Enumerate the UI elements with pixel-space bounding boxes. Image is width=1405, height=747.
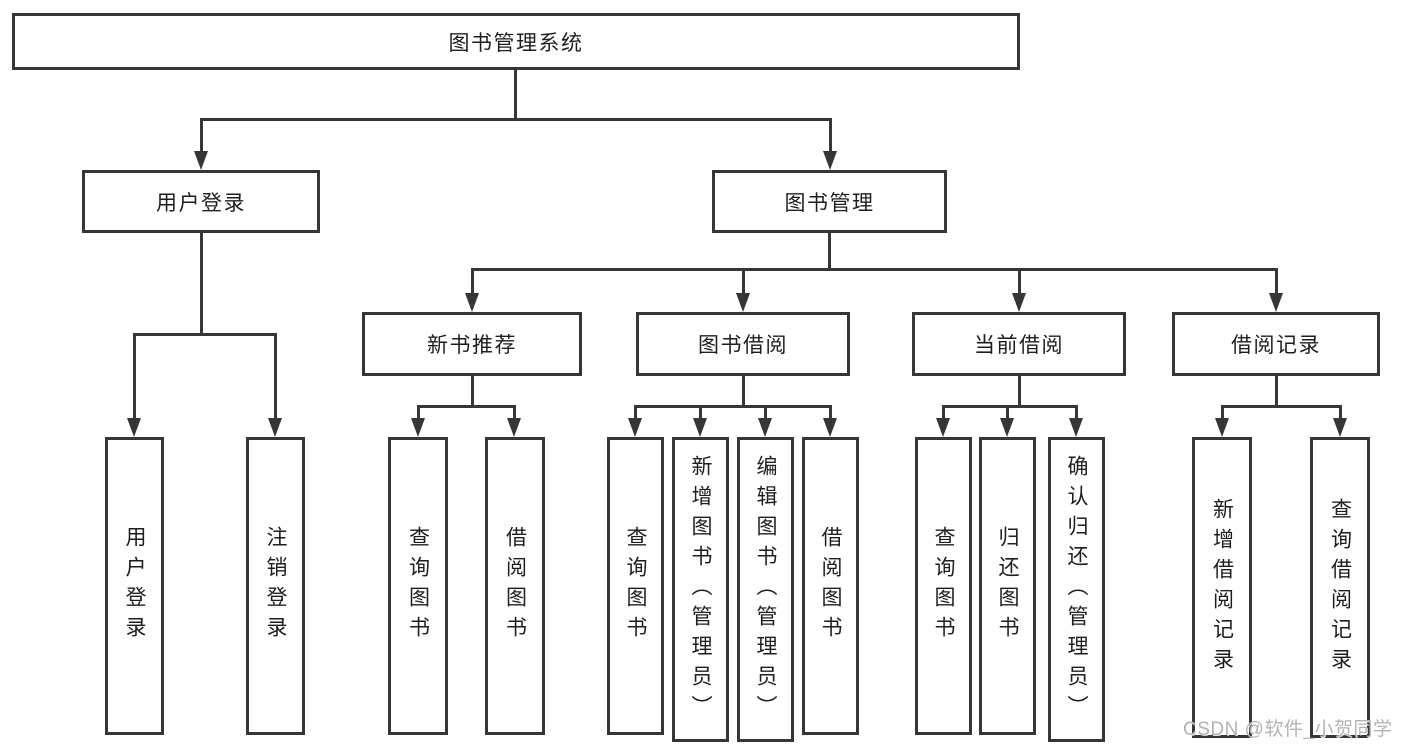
connector-line [200,233,203,336]
arrowhead-down [1000,418,1014,437]
node-new-book-recommend-label: 新书推荐 [427,334,517,357]
connector-line [1006,405,1009,421]
connector-line [1221,405,1341,408]
connector-line [471,268,1277,271]
connector-line [1075,405,1078,421]
arrowhead-down [628,418,642,437]
connector-line [1018,268,1021,295]
leaf-borrowing-add-book-admin-label: 新增图书（管理员） [689,454,712,725]
leaf-borrowing-add-book-admin: 新增图书（管理员） [672,437,729,742]
arrowhead-down [758,418,772,437]
node-book-borrowing: 图书借阅 [636,312,850,376]
leaf-borrowing-query-book: 查询图书 [607,437,664,735]
connector-line [634,405,637,421]
connector-line [942,405,945,421]
leaf-newbook-borrow-book: 借阅图书 [485,437,545,735]
arrowhead-down [411,418,425,437]
arrowhead-down [736,293,750,312]
leaf-current-query-book-label: 查询图书 [932,526,955,646]
node-book-borrowing-label: 图书借阅 [698,334,788,357]
connector-line [764,405,767,421]
node-new-book-recommend: 新书推荐 [362,312,582,376]
node-user-login-label: 用户登录 [156,191,246,215]
connector-line [699,405,702,421]
leaf-current-query-book: 查询图书 [915,437,972,735]
arrowhead-down [465,293,479,312]
leaf-current-confirm-return-admin: 确认归还（管理员） [1048,437,1105,742]
leaf-logout-label: 注销登录 [264,526,287,646]
leaf-records-add-record: 新增借阅记录 [1192,437,1252,738]
arrowhead-down [1333,418,1347,437]
connector-line [1339,405,1342,421]
leaf-newbook-query-book: 查询图书 [388,437,448,735]
leaf-borrowing-borrow-book-label: 借阅图书 [819,526,842,646]
arrowhead-down [268,418,282,437]
leaf-user-login: 用户登录 [105,437,164,735]
node-root-label: 图书管理系统 [448,31,584,55]
arrowhead-down [823,418,837,437]
connector-line [829,405,832,421]
connector-line [274,333,277,420]
connector-line [471,376,474,408]
connector-line [200,118,831,121]
node-current-borrowing-label: 当前借阅 [974,334,1064,357]
connector-line [1275,376,1278,408]
arrowhead-down [127,418,141,437]
connector-line [742,268,745,295]
arrowhead-down [1215,418,1229,437]
leaf-current-confirm-return-admin-label: 确认归还（管理员） [1065,454,1088,725]
leaf-newbook-borrow-book-label: 借阅图书 [503,526,527,646]
leaf-user-login-label: 用户登录 [123,526,146,646]
arrowhead-down [1012,293,1026,312]
arrowhead-down [936,418,950,437]
leaf-records-query-record-label: 查询借阅记录 [1328,497,1352,678]
arrowhead-down [1269,293,1283,312]
leaf-records-query-record: 查询借阅记录 [1310,437,1370,738]
csdn-watermark: CSDN @软件_小贺同学 [1183,719,1393,740]
connector-line [1221,405,1224,421]
leaf-borrowing-edit-book-admin-label: 编辑图书（管理员） [754,454,777,725]
leaf-logout: 注销登录 [246,437,305,735]
node-borrowing-records: 借阅记录 [1172,312,1380,376]
node-root: 图书管理系统 [12,13,1020,70]
connector-line [1018,376,1021,408]
node-borrowing-records-label: 借阅记录 [1231,334,1321,357]
connector-line [634,405,831,408]
leaf-newbook-query-book-label: 查询图书 [406,526,430,646]
arrowhead-down [823,151,837,170]
connector-line [513,405,516,421]
arrowhead-down [693,418,707,437]
connector-line [828,233,831,270]
connector-line [829,118,832,153]
connector-line [1275,268,1278,295]
node-current-borrowing: 当前借阅 [912,312,1126,376]
connector-line [417,405,516,408]
arrowhead-down [1069,418,1083,437]
leaf-borrowing-edit-book-admin: 编辑图书（管理员） [737,437,794,742]
connector-line [471,268,474,295]
leaf-current-return-book-label: 归还图书 [996,526,1019,646]
arrowhead-down [194,151,208,170]
connector-line [417,405,420,421]
node-book-management-label: 图书管理 [784,191,875,215]
node-book-management: 图书管理 [712,170,947,233]
leaf-records-add-record-label: 新增借阅记录 [1210,497,1234,678]
arrowhead-down [507,418,521,437]
leaf-borrowing-borrow-book: 借阅图书 [802,437,859,735]
connector-line [200,118,203,153]
leaf-borrowing-query-book-label: 查询图书 [624,526,647,646]
connector-line [133,333,136,420]
connector-line [514,70,517,120]
leaf-current-return-book: 归还图书 [979,437,1036,735]
connector-line [942,405,1077,408]
connector-line [133,333,277,336]
connector-line [742,376,745,408]
node-user-login: 用户登录 [82,170,320,233]
